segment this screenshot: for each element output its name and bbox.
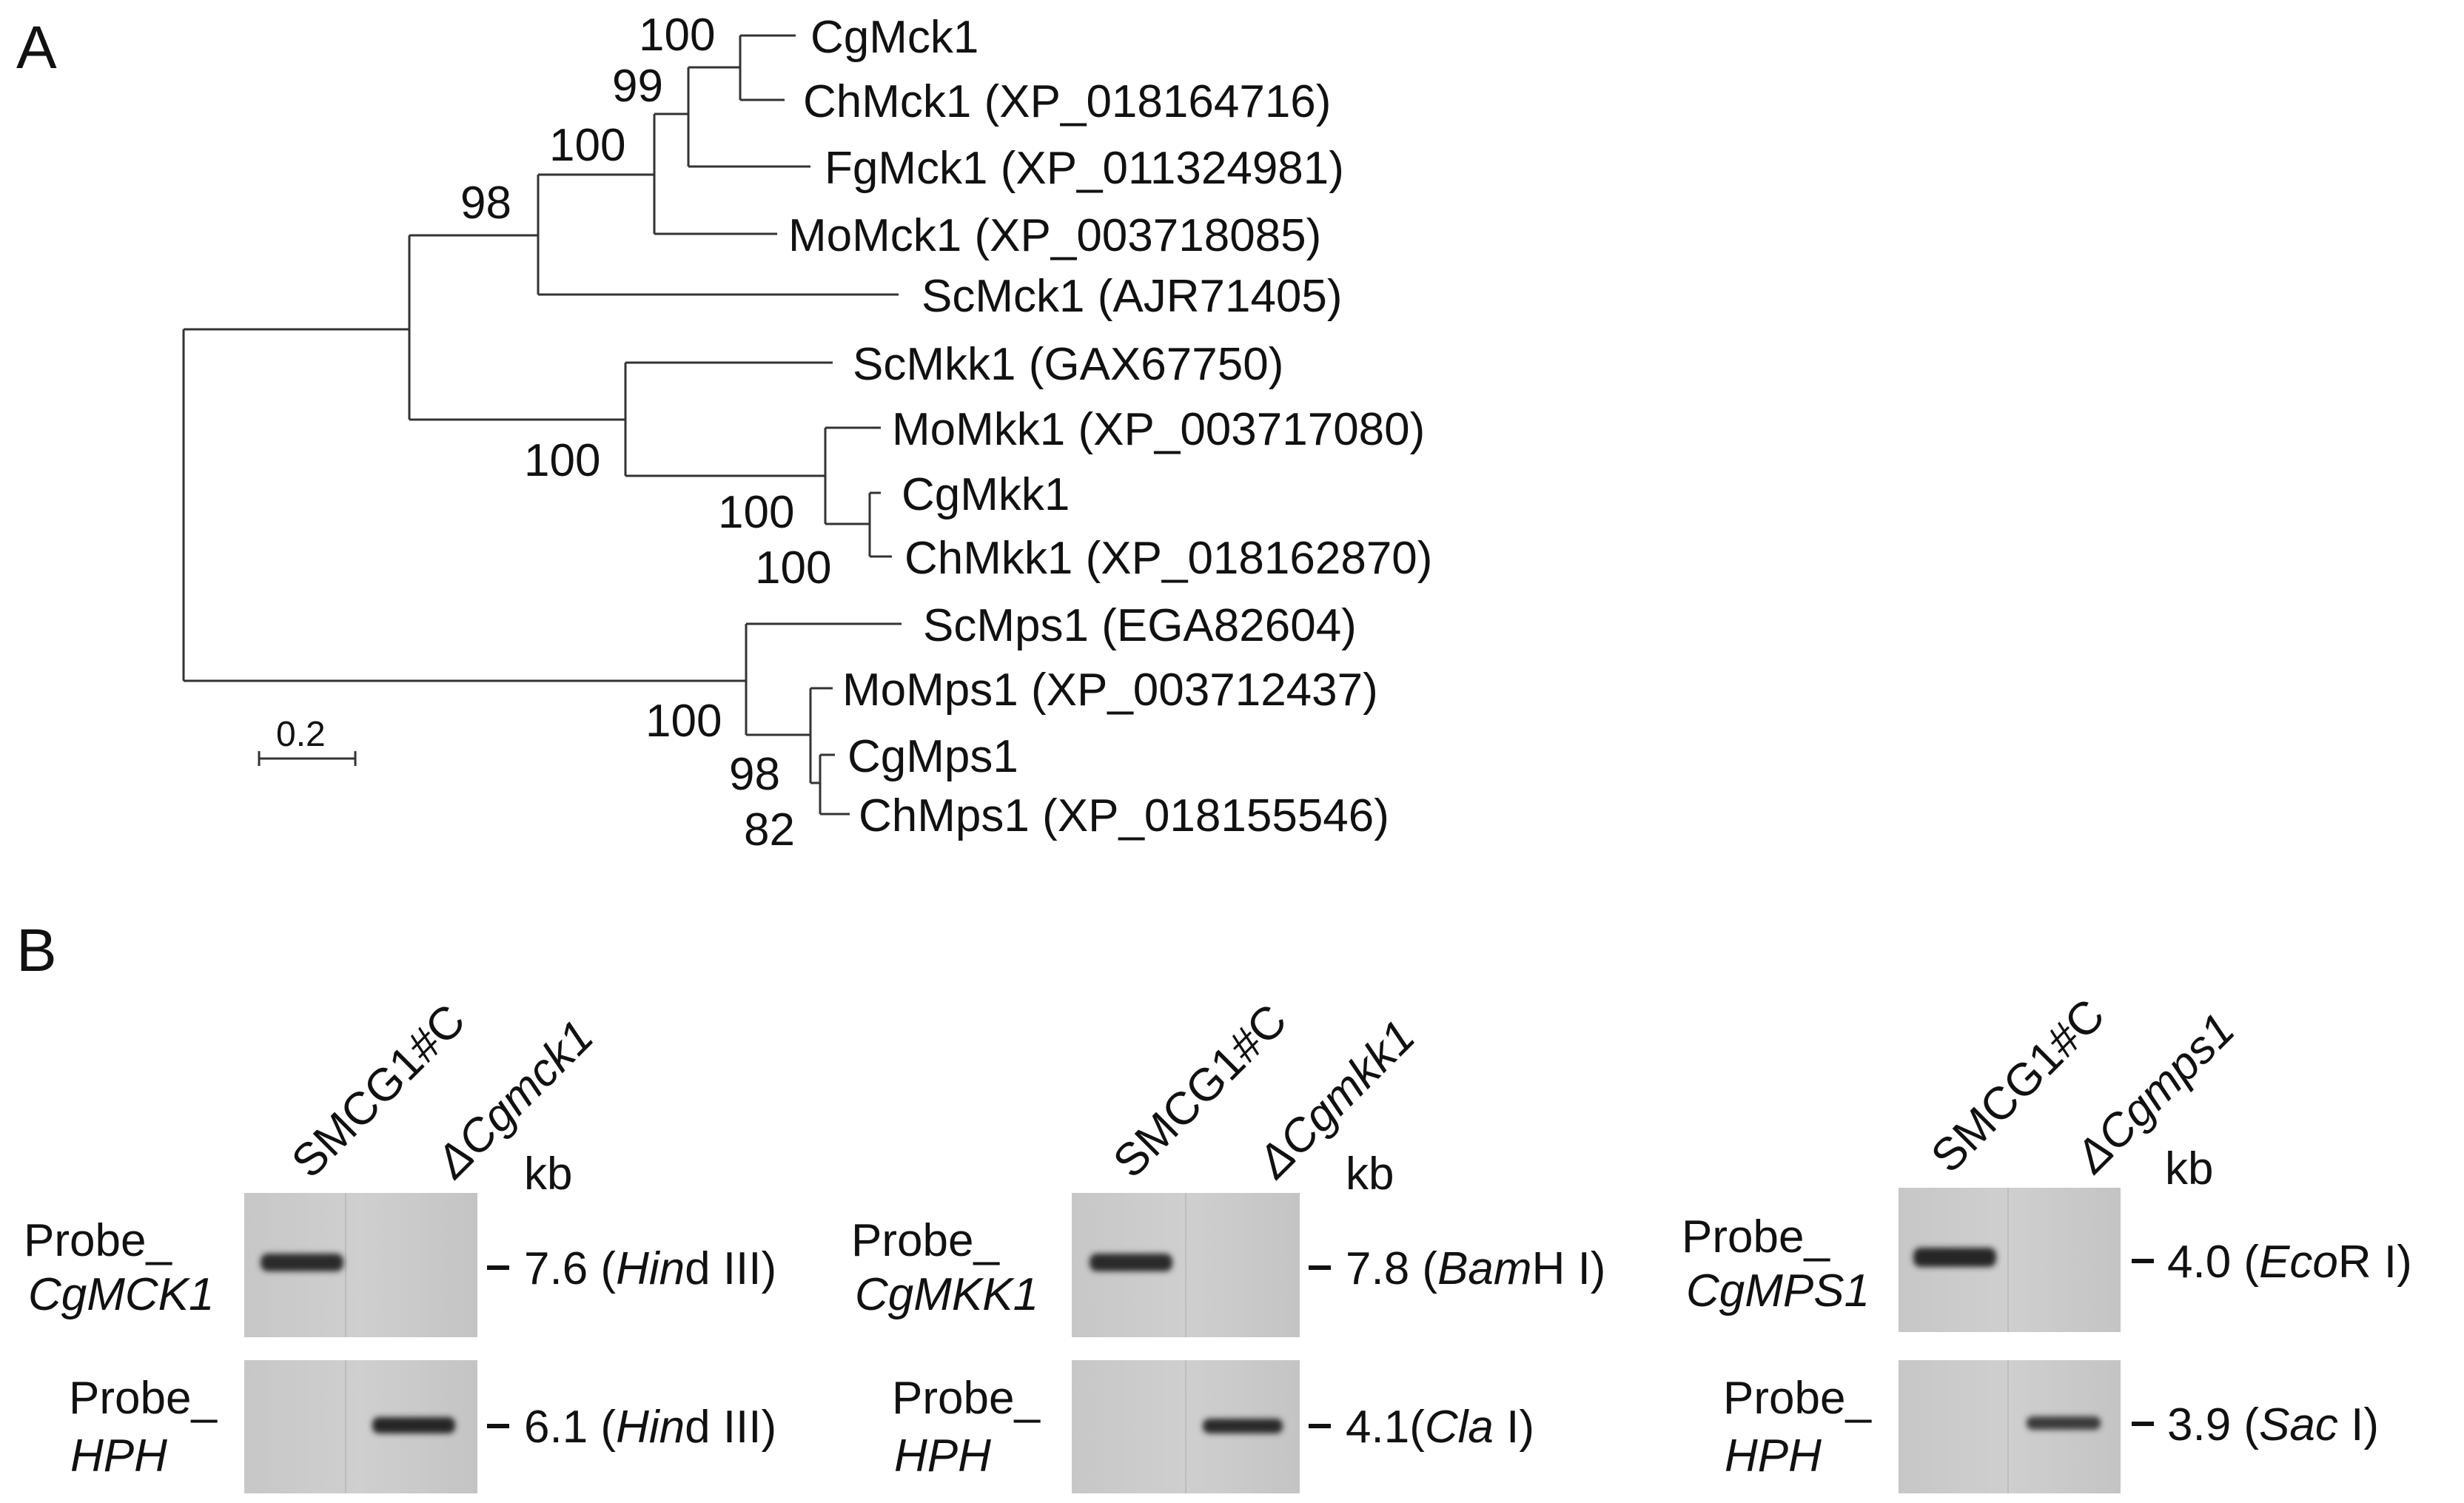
probe-label-top-gene: CgMPS1 xyxy=(1686,1265,1870,1317)
bootstrap-value: 99 xyxy=(612,61,663,112)
leaf-label: CgMck1 xyxy=(810,12,978,63)
panel-label-b: B xyxy=(16,917,57,984)
leaf-label: ChMps1 (XP_018155546) xyxy=(859,790,1389,841)
probe-label-top-gene: CgMCK1 xyxy=(28,1269,215,1320)
probe-label-bottom: Probe_ xyxy=(1723,1373,1872,1424)
band-size-bottom: 4.1(Cla I) xyxy=(1346,1402,1534,1453)
leaf-label: ScMck1 (AJR71405) xyxy=(922,271,1343,322)
probe-label-top: Probe_ xyxy=(24,1215,172,1266)
leaf-label: ChMck1 (XP_018164716) xyxy=(803,76,1331,127)
probe-label-top: Probe_ xyxy=(851,1215,1000,1266)
leaf-label: CgMps1 xyxy=(847,731,1018,782)
leaf-label: ScMps1 (EGA82604) xyxy=(923,600,1357,651)
scale-bar-label: 0.2 xyxy=(276,715,326,754)
leaf-label: ScMkk1 (GAX67750) xyxy=(853,339,1283,390)
bootstrap-value: 98 xyxy=(460,178,511,229)
band-size-top: 4.0 (EcoR I) xyxy=(2167,1237,2412,1288)
band-top-wt xyxy=(1913,1248,1996,1267)
bootstrap-value: 100 xyxy=(549,120,625,171)
kb-label: kb xyxy=(2165,1143,2213,1194)
band-size-top: 7.6 (Hind III) xyxy=(524,1243,776,1294)
probe-label-bottom: Probe_ xyxy=(69,1373,218,1424)
bootstrap-value: 100 xyxy=(645,696,722,747)
leaf-label: MoMck1 (XP_003718085) xyxy=(788,210,1321,261)
panel-label-a: A xyxy=(16,14,57,81)
band-top-wt xyxy=(261,1254,343,1271)
probe-label-top-gene: CgMKK1 xyxy=(855,1269,1038,1320)
band-bottom-mutant xyxy=(1203,1419,1283,1433)
blot-mps1: SMCG1#C ΔCgmps1 kb Probe_ CgMPS1 Probe_ … xyxy=(1682,989,2412,1493)
blot-mck1: SMCG1#C ΔCgmck1 kb Probe_ CgMCK1 Probe_ … xyxy=(24,995,776,1493)
bootstrap-value: 98 xyxy=(729,749,780,800)
band-size-top: 7.8 (BamH I) xyxy=(1346,1243,1605,1294)
probe-label-bottom: Probe_ xyxy=(892,1373,1041,1424)
bootstrap-value: 100 xyxy=(524,435,600,486)
probe-label-bottom-gene: HPH xyxy=(70,1430,167,1482)
leaf-label: FgMck1 (XP_011324981) xyxy=(825,143,1344,194)
phylogenetic-tree xyxy=(182,34,902,816)
blot-mkk1: SMCG1#C ΔCgmkk1 kb Probe_ CgMKK1 Probe_ … xyxy=(851,995,1605,1493)
bootstrap-value: 100 xyxy=(639,10,715,61)
leaf-label: MoMps1 (XP_003712437) xyxy=(842,665,1378,716)
kb-label: kb xyxy=(1346,1149,1394,1200)
bootstrap-value: 82 xyxy=(744,804,795,855)
probe-label-bottom-gene: HPH xyxy=(894,1430,991,1482)
band-size-bottom: 6.1 (Hind III) xyxy=(524,1402,776,1453)
band-bottom-mutant xyxy=(2027,1416,2101,1430)
probe-label-bottom-gene: HPH xyxy=(1725,1430,1822,1482)
leaf-label: CgMkk1 xyxy=(902,469,1070,520)
leaf-label: MoMkk1 (XP_003717080) xyxy=(892,404,1425,455)
bootstrap-value: 100 xyxy=(718,487,794,538)
band-size-bottom: 3.9 (Sac I) xyxy=(2167,1399,2379,1450)
band-bottom-mutant xyxy=(372,1417,455,1433)
probe-label-top: Probe_ xyxy=(1682,1211,1830,1262)
band-top-wt xyxy=(1090,1254,1172,1271)
kb-label: kb xyxy=(524,1149,572,1200)
bootstrap-value: 100 xyxy=(755,542,831,594)
leaf-label: ChMkk1 (XP_018162870) xyxy=(904,533,1432,584)
